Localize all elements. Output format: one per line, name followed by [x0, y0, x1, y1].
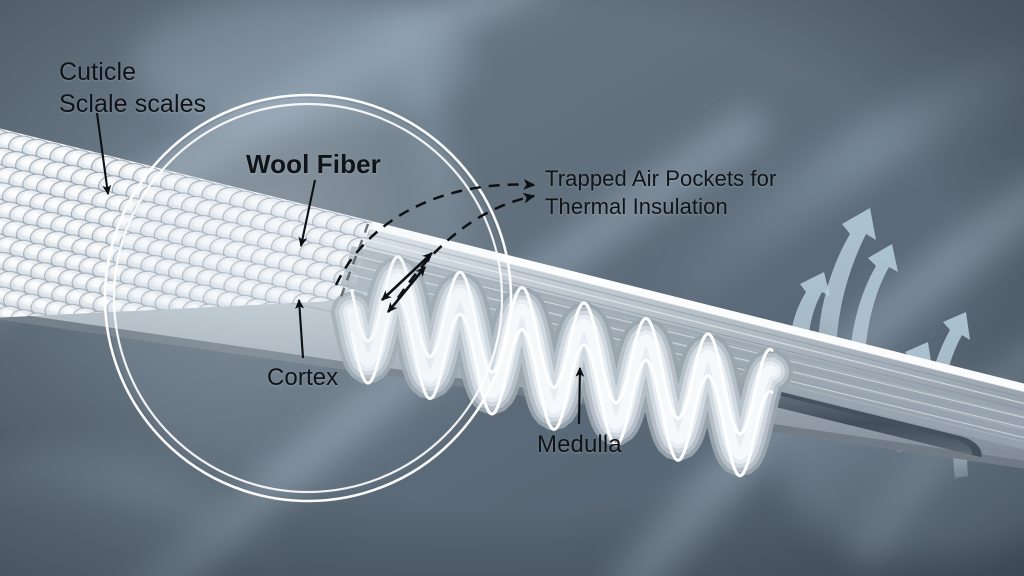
scale-highlight: [14, 243, 28, 252]
scale-highlight: [34, 231, 49, 240]
label-cuticle-line1: Cuticle: [59, 58, 137, 86]
label-cuticle: Cuticle Sclale scales: [59, 57, 206, 120]
scale-highlight: [21, 262, 35, 271]
label-wool-fiber: Wool Fiber: [246, 149, 381, 179]
scale-highlight: [96, 229, 111, 238]
label-trapped-air: Trapped Air Pockets for Thermal Insulati…: [545, 165, 776, 220]
scale-highlight: [83, 261, 97, 269]
scale-highlight: [63, 307, 76, 316]
magnifier-lens: [103, 93, 513, 503]
label-trapped-line1: Trapped Air Pockets for: [545, 166, 777, 191]
scale-highlight: [21, 297, 35, 305]
scale-highlight: [0, 240, 14, 249]
label-cuticle-line2: Sclale scales: [59, 89, 207, 118]
label-cortex: Cortex: [267, 364, 339, 391]
scale-highlight: [35, 300, 49, 309]
scale-highlight: [0, 274, 14, 283]
leader-cortex: [295, 298, 305, 359]
scale-highlight: [90, 280, 104, 288]
label-medulla: Medulla: [537, 431, 622, 458]
scale-highlight: [21, 228, 35, 237]
scale-highlight: [55, 219, 70, 228]
scale-highlight: [0, 205, 14, 214]
scale-highlight: [76, 242, 90, 250]
scale-highlight: [14, 278, 28, 287]
scale-highlight: [62, 273, 76, 281]
cuticle-scale: [23, 312, 55, 318]
air-pocket-indicator-arrows: [381, 252, 433, 313]
scale-highlight: [83, 295, 97, 304]
scale-highlight: [48, 235, 63, 243]
scale-highlight: [69, 257, 83, 266]
leader-cuticle: [95, 112, 112, 196]
scale-highlight: [0, 221, 7, 230]
scale-highlight: [49, 269, 62, 278]
scale-highlight: [62, 238, 76, 247]
scale-highlight: [42, 285, 56, 293]
scale-highlight: [0, 255, 7, 264]
scale-highlight: [13, 209, 28, 218]
scale-highlight: [83, 226, 97, 235]
scale-highlight: [7, 294, 21, 302]
scale-highlight: [28, 281, 42, 290]
label-trapped-line2: Thermal Insulation: [545, 193, 728, 219]
scale-highlight: [90, 245, 104, 254]
scale-highlight: [35, 266, 49, 274]
annotation-lines: [95, 112, 585, 425]
scale-highlight: [55, 254, 69, 262]
scale-highlight: [28, 247, 42, 256]
scale-highlight: [76, 276, 90, 285]
pocket-arrow-b: [381, 252, 433, 301]
scale-highlight: [7, 259, 21, 268]
scale-highlight: [56, 288, 69, 297]
scale-highlight: [69, 222, 83, 231]
scale-highlight: [0, 290, 7, 298]
scale-highlight: [69, 292, 83, 300]
leader-wool-fiber: [298, 179, 317, 248]
scale-highlight: [42, 250, 56, 259]
scale-highlight: [41, 216, 56, 224]
scale-highlight: [7, 224, 21, 233]
dashed-arrow-upper: [334, 179, 536, 286]
scale-highlight: [27, 212, 42, 221]
scale-highlight: [1, 309, 14, 317]
leader-medulla: [575, 366, 585, 425]
scale-highlight: [49, 304, 62, 312]
